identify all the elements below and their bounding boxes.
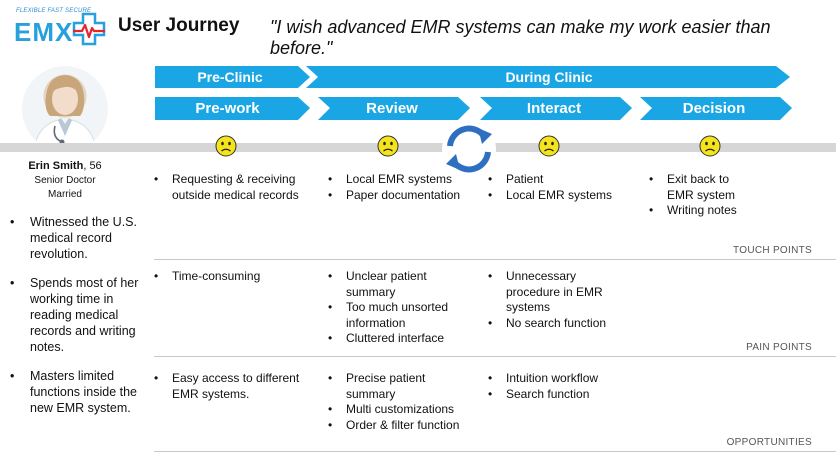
worried-face-icon xyxy=(377,135,399,157)
list-item: Easy access to different EMR systems. xyxy=(154,371,314,402)
logo-tagline: FLEXIBLE FAST SECURE xyxy=(16,8,92,14)
opportunities-pre-work: Easy access to different EMR systems. xyxy=(154,371,314,402)
stage-arrow-pre-work xyxy=(155,97,310,120)
persona-status: Married xyxy=(48,189,82,200)
phase-arrow-pre-clinic xyxy=(155,66,310,88)
list-item: Local EMR systems xyxy=(488,188,638,204)
persona-traits: Witnessed the U.S. medical record revolu… xyxy=(6,214,146,429)
persona-role: Senior Doctor xyxy=(34,175,96,186)
list-item: Order & filter function xyxy=(328,418,468,434)
list-item: Paper documentation xyxy=(328,188,478,204)
pain-points-review: Unclear patient summary Too much unsorte… xyxy=(328,269,458,347)
row-label-pain-points: PAIN POINTS xyxy=(746,342,812,353)
row-label-touch-points: TOUCH POINTS xyxy=(733,245,812,256)
worried-face-icon xyxy=(538,135,560,157)
phase-label-pre-clinic: Pre-Clinic xyxy=(197,69,263,85)
medical-cross-heartbeat-icon xyxy=(72,12,106,46)
list-item: Multi customizations xyxy=(328,402,468,418)
emx-logo: FLEXIBLE FAST SECURE EMX xyxy=(10,8,106,48)
stage-label-review: Review xyxy=(366,100,418,117)
list-item: No search function xyxy=(488,316,618,332)
list-item: Cluttered interface xyxy=(328,331,458,347)
stage-label-decision: Decision xyxy=(682,100,746,117)
pain-points-pre-work: Time-consuming xyxy=(154,269,314,285)
row-divider xyxy=(154,259,836,260)
row-label-opportunities: OPPORTUNITIES xyxy=(726,437,812,448)
persona-name-line: Erin Smith, 56 xyxy=(10,160,120,172)
touch-points-interact: Patient Local EMR systems xyxy=(488,172,638,203)
list-item: Too much unsorted information xyxy=(328,300,458,331)
list-item: Requesting & receiving outside medical r… xyxy=(154,172,314,203)
opportunities-interact: Intuition workflow Search function xyxy=(488,371,628,402)
avatar xyxy=(22,66,108,152)
pain-points-interact: Unnecessary procedure in EMR systems No … xyxy=(488,269,618,331)
list-item: Exit back to EMR system xyxy=(649,172,759,203)
stage-arrow-interact xyxy=(480,97,632,120)
logo-wordmark: EMX xyxy=(14,17,74,47)
list-item: Unnecessary procedure in EMR systems xyxy=(488,269,618,316)
stage-label-interact: Interact xyxy=(526,100,582,117)
touch-points-pre-work: Requesting & receiving outside medical r… xyxy=(154,172,314,203)
page-title: User Journey xyxy=(118,15,240,36)
phase-arrow-during-clinic xyxy=(306,66,790,88)
persona-quote: "I wish advanced EMR systems can make my… xyxy=(270,17,771,58)
list-item: Intuition workflow xyxy=(488,371,628,387)
emotion-timeline xyxy=(0,143,836,152)
worried-face-icon xyxy=(699,135,721,157)
list-item: Time-consuming xyxy=(154,269,314,285)
persona-name: Erin Smith xyxy=(28,160,84,172)
list-item: Writing notes xyxy=(649,203,759,219)
touch-points-review: Local EMR systems Paper documentation xyxy=(328,172,478,203)
row-divider xyxy=(154,451,836,452)
phase-arrows xyxy=(155,66,792,120)
list-item: Search function xyxy=(488,387,628,403)
opportunities-review: Precise patient summary Multi customizat… xyxy=(328,371,468,433)
touch-points-decision: Exit back to EMR system Writing notes xyxy=(649,172,759,219)
list-item: Patient xyxy=(488,172,638,188)
list-item: Unclear patient summary xyxy=(328,269,458,300)
row-divider xyxy=(154,356,836,357)
list-item: Local EMR systems xyxy=(328,172,478,188)
trait-item: Witnessed the U.S. medical record revolu… xyxy=(6,214,146,262)
worried-face-icon xyxy=(215,135,237,157)
stage-label-pre-work: Pre-work xyxy=(195,100,260,117)
phase-label-during-clinic: During Clinic xyxy=(505,69,593,85)
cycle-arrows-icon xyxy=(442,122,496,176)
list-item: Precise patient summary xyxy=(328,371,468,402)
stage-arrow-review xyxy=(318,97,470,120)
persona-age: , 56 xyxy=(83,160,102,172)
stage-arrow-decision xyxy=(640,97,792,120)
trait-item: Masters limited functions inside the new… xyxy=(6,368,146,416)
trait-item: Spends most of her working time in readi… xyxy=(6,275,146,355)
